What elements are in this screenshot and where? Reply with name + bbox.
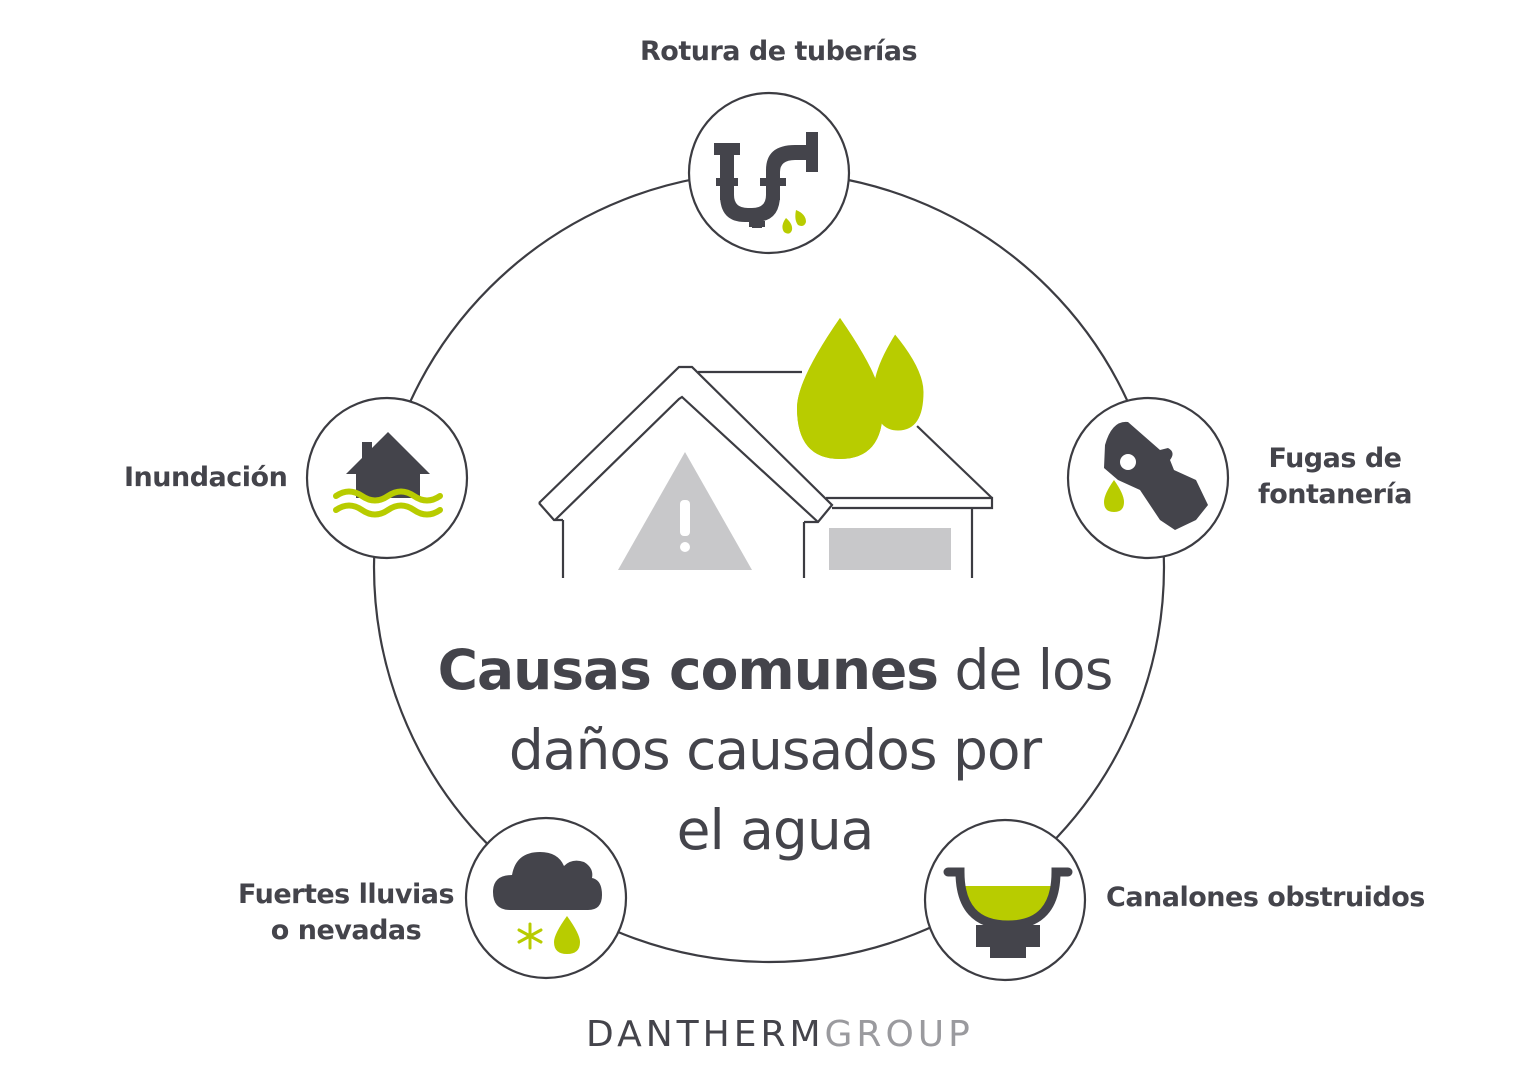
label-line: Rotura de tuberías <box>640 36 918 67</box>
broken-pipe-icon <box>714 132 818 228</box>
title-bold: Causas comunes <box>437 638 939 702</box>
label-plumbing-leak: Fugas de fontanería <box>1258 441 1412 513</box>
flooded-house-icon <box>333 432 443 518</box>
pipe-drops <box>782 210 806 234</box>
label-line: Canalones obstruidos <box>1106 882 1425 913</box>
label-line: o nevadas <box>270 915 422 946</box>
label-line: Fuertes lluvias <box>238 879 455 910</box>
house-warning-drops-icon <box>538 318 994 578</box>
title-light: de los <box>938 638 1114 702</box>
logo-part-1: DANTHERM <box>586 1014 825 1055</box>
title-line-2: daños causados por <box>508 718 1042 782</box>
leaking-faucet-icon <box>1104 421 1208 530</box>
label-pipe-burst: Rotura de tuberías <box>640 34 918 70</box>
garage-door <box>829 528 951 570</box>
label-line: Inundación <box>124 462 288 493</box>
title-line-1: Causas comunes de los <box>430 630 1120 710</box>
raindrop-icon <box>554 916 580 954</box>
label-line: fontanería <box>1258 479 1412 510</box>
snowflake-icon <box>517 922 543 950</box>
water-drop-small <box>870 329 927 434</box>
dantherm-group-logo: DANTHERMGROUP <box>586 1014 974 1055</box>
label-heavy-rain-snow: Fuertes lluvias o nevadas <box>238 877 455 949</box>
gutter-icon <box>943 867 1073 958</box>
label-flood: Inundación <box>124 460 288 496</box>
title-line-3: el agua <box>676 798 875 862</box>
label-blocked-gutters: Canalones obstruidos <box>1106 880 1425 916</box>
cloud-rain-snow-icon <box>493 852 602 954</box>
page-title: Causas comunes de los daños causados por… <box>430 630 1120 870</box>
logo-part-2: GROUP <box>824 1014 974 1055</box>
label-line: Fugas de <box>1268 443 1402 474</box>
